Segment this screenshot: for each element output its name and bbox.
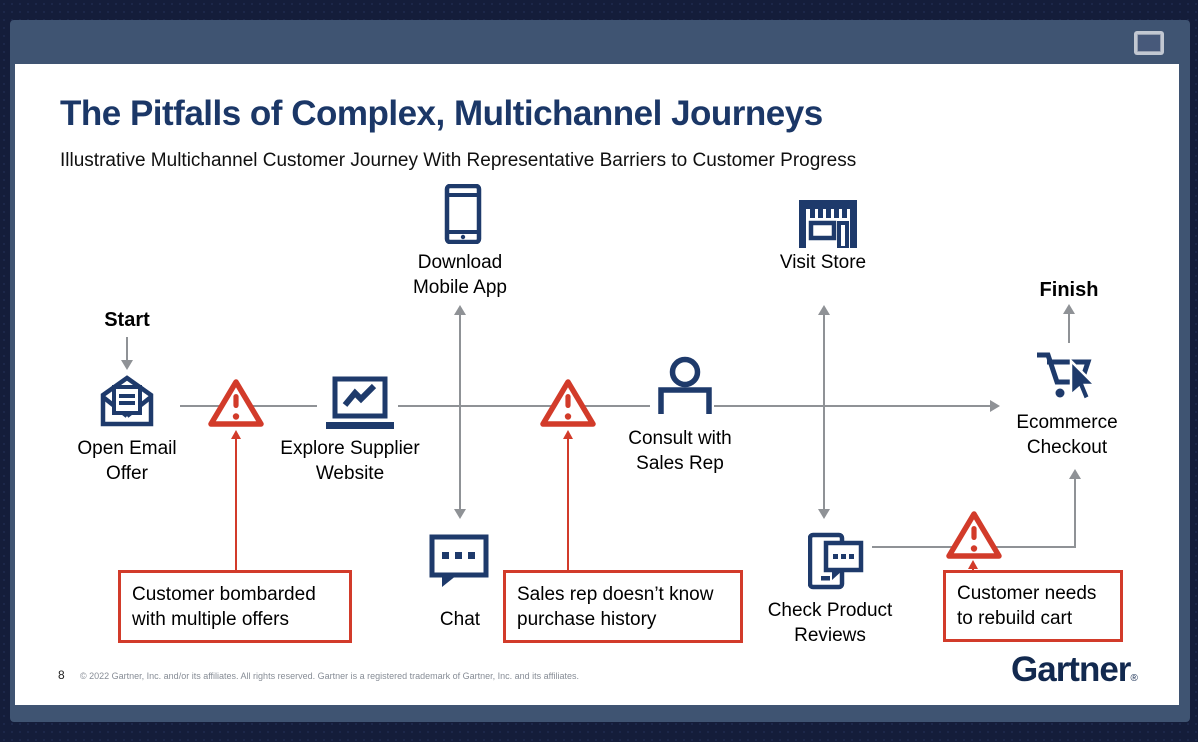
slide: The Pitfalls of Complex, Multichannel Jo… xyxy=(15,64,1179,705)
barrier-1-arrowhead-icon xyxy=(231,430,241,439)
mobile-phone-icon xyxy=(444,183,482,249)
barrier-callout-history-text: Sales rep doesn’t know purchase history xyxy=(517,583,714,630)
laptop-chart-icon xyxy=(322,376,398,435)
barrier-2-arrowhead-icon xyxy=(563,430,573,439)
step-label-check-reviews: Check Product Reviews xyxy=(767,600,893,646)
flow-arrowhead-right-icon xyxy=(990,400,1000,412)
cart-cursor-icon xyxy=(1034,347,1100,408)
finish-arrow xyxy=(1068,313,1070,343)
step-label-consult-rep: Consult with Sales Rep xyxy=(628,428,732,474)
reviews-to-checkout-riser xyxy=(1074,478,1076,548)
branch-2-up-arrowhead-icon xyxy=(818,305,830,315)
barrier-callout-offers: Customer bombarded with multiple offers xyxy=(118,570,352,643)
maximize-window-button[interactable] xyxy=(1134,31,1164,55)
person-icon xyxy=(652,356,718,419)
page-subtitle: Illustrative Multichannel Customer Journ… xyxy=(60,150,857,171)
barrier-warning-icon-3 xyxy=(945,510,1003,565)
step-label-checkout: Ecommerce Checkout xyxy=(1016,412,1118,458)
flow-line-segment-3 xyxy=(714,405,990,407)
branch-1-down-arrowhead-icon xyxy=(454,509,466,519)
branch-2-down-arrowhead-icon xyxy=(818,509,830,519)
step-label-download-app: Download Mobile App xyxy=(412,252,507,298)
barrier-3-arrowhead-icon xyxy=(968,560,978,569)
maximize-icon xyxy=(1137,34,1161,52)
storefront-icon xyxy=(797,196,861,253)
barrier-1-connector xyxy=(235,438,237,570)
checkout-arrowhead-icon xyxy=(1069,469,1081,479)
finish-label: Finish xyxy=(1039,279,1099,301)
barrier-warning-icon-2 xyxy=(539,378,597,433)
window-frame: The Pitfalls of Complex, Multichannel Jo… xyxy=(10,20,1190,722)
step-label-chat: Chat xyxy=(439,609,481,630)
barrier-callout-cart: Customer needs to rebuild cart xyxy=(943,570,1123,642)
page-title: The Pitfalls of Complex, Multichannel Jo… xyxy=(60,94,823,133)
finish-arrowhead-icon xyxy=(1063,304,1075,314)
vertical-branch-arrow-1 xyxy=(459,314,461,510)
page-number: 8 xyxy=(58,668,65,682)
start-arrow xyxy=(126,337,128,361)
barrier-warning-icon-1 xyxy=(207,378,265,433)
barrier-callout-history: Sales rep doesn’t know purchase history xyxy=(503,570,743,643)
step-label-open-email: Open Email Offer xyxy=(77,438,177,484)
branch-1-up-arrowhead-icon xyxy=(454,305,466,315)
barrier-2-connector xyxy=(567,438,569,570)
gartner-logo-registered-mark: ® xyxy=(1130,673,1137,684)
barrier-callout-cart-text: Customer needs to rebuild cart xyxy=(957,583,1097,629)
barrier-3-connector xyxy=(972,567,974,571)
gartner-logo: Gartner® xyxy=(1011,650,1138,690)
vertical-branch-arrow-2 xyxy=(823,314,825,510)
start-arrowhead-icon xyxy=(121,360,133,370)
open-email-icon xyxy=(99,374,155,433)
product-reviews-icon xyxy=(807,532,864,595)
flow-line-segment-2 xyxy=(398,405,650,407)
copyright-text: © 2022 Gartner, Inc. and/or its affiliat… xyxy=(80,671,580,681)
start-label: Start xyxy=(104,309,150,331)
chat-bubble-icon xyxy=(429,534,489,593)
gartner-logo-text: Gartner xyxy=(1011,650,1131,689)
step-label-visit-store: Visit Store xyxy=(779,252,867,273)
step-label-explore-website: Explore Supplier Website xyxy=(280,438,420,484)
barrier-callout-offers-text: Customer bombarded with multiple offers xyxy=(132,583,316,630)
